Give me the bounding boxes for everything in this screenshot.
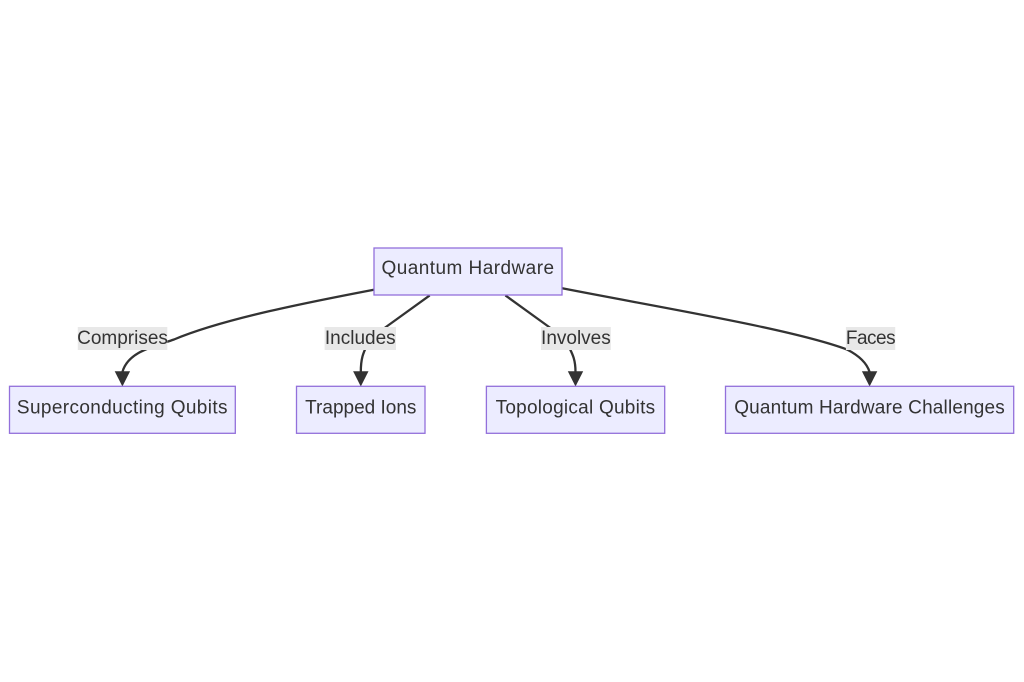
- svg-text:Topological Qubits: Topological Qubits: [496, 398, 656, 419]
- svg-text:Quantum Hardware: Quantum Hardware: [382, 258, 555, 279]
- svg-text:Trapped Ions: Trapped Ions: [305, 398, 416, 419]
- svg-text:Faces: Faces: [846, 328, 895, 349]
- svg-text:Comprises: Comprises: [77, 328, 168, 349]
- svg-text:Includes: Includes: [325, 328, 396, 349]
- svg-text:Involves: Involves: [541, 328, 611, 349]
- svg-text:Superconducting Qubits: Superconducting Qubits: [17, 398, 228, 419]
- svg-text:Quantum Hardware Challenges: Quantum Hardware Challenges: [734, 398, 1005, 419]
